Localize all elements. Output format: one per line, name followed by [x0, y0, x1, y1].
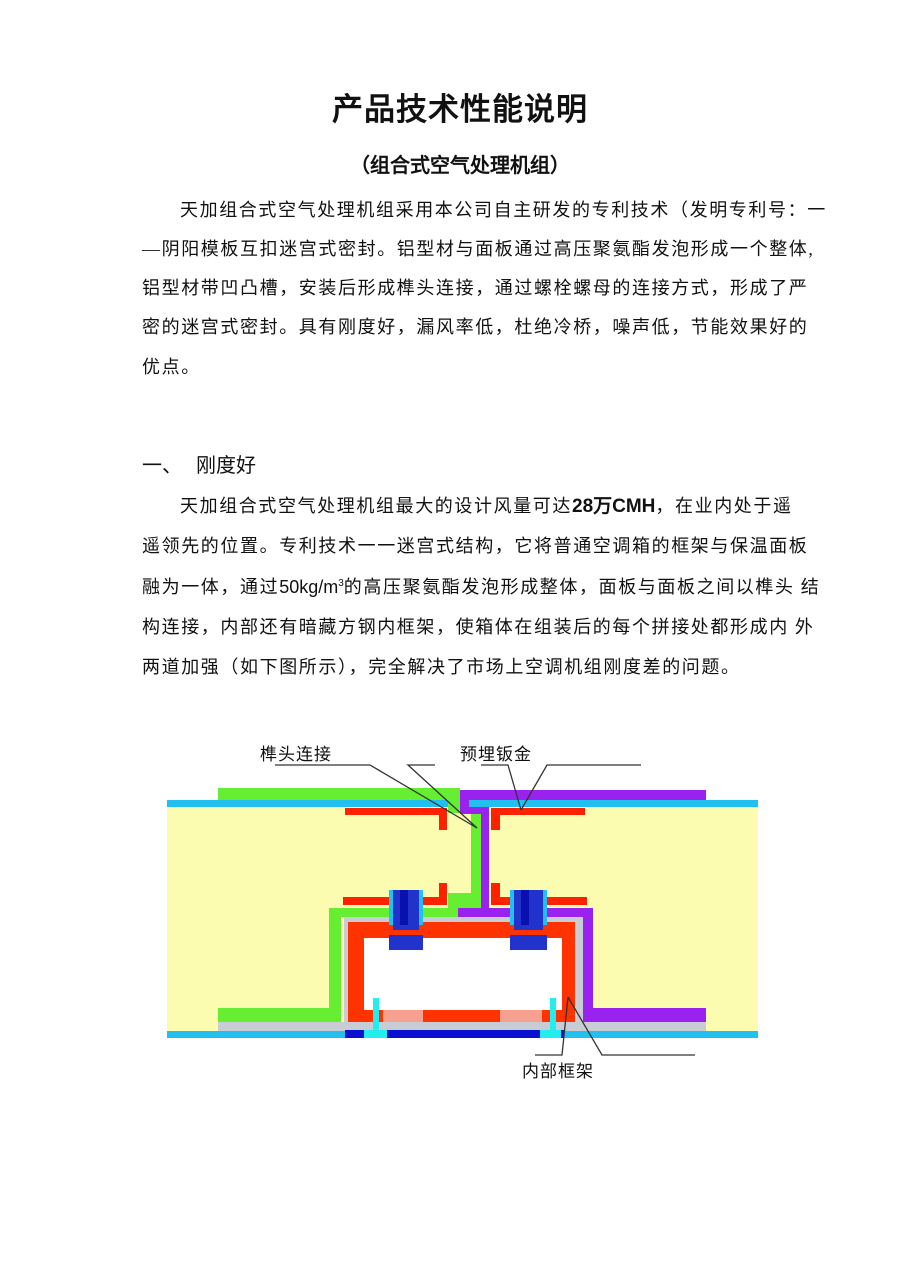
- cyan-post: [373, 998, 379, 1030]
- body-line: 遥领先的位置。专利技术一一迷宫式结构，它将普通空调箱的框架与保温面板: [142, 536, 809, 556]
- body-line: 两道加强（如下图所示），完全解决了市场上空调机组刚度差的问题。: [142, 657, 741, 677]
- body-line: 构连接，内部还有暗藏方钢内框架，使箱体在组装后的每个拼接处都形成内 外: [142, 617, 815, 637]
- body-line: 天加组合式空气处理机组最大的设计风量可达28万CMH，在业内处于遥: [180, 494, 793, 519]
- label-inner-frame: 内部框架: [522, 1062, 594, 1081]
- text: ，在业内处于遥: [655, 496, 793, 516]
- bottom-sheet: [345, 1030, 564, 1038]
- intro-line: 铝型材带凹凸槽，安装后形成榫头连接，通过螺栓螺母的连接方式，形成了严: [142, 278, 809, 298]
- cyan-patch: [540, 1030, 561, 1038]
- label-tenon-joint: 榫头连接: [260, 745, 332, 764]
- label-embedded-sheet-metal: 预埋钣金: [460, 745, 532, 764]
- text: 融为一体，通过: [142, 577, 280, 597]
- section-number: 一、: [142, 453, 182, 477]
- leader-lines: [275, 764, 695, 1056]
- page-subtitle: （组合式空气处理机组）: [350, 153, 570, 177]
- superscript: 3: [338, 578, 344, 589]
- body-line: 融为一体，通过50kg/m3的高压聚氨酯发泡形成整体，面板与面板之间以榫头 结: [142, 575, 820, 599]
- bolt-right: [510, 890, 547, 950]
- cyan-post: [550, 998, 556, 1030]
- intro-line: —阴阳模板互扣迷宫式密封。铝型材与面板通过高压聚氨酯发泡形成一个整体,: [142, 239, 815, 259]
- section-heading: 一、刚度好: [142, 449, 256, 478]
- text: 的高压聚氨酯发泡形成整体，面板与面板之间以榫头 结: [343, 577, 821, 597]
- intro-line: 优点。: [142, 357, 201, 377]
- intro-line: 天加组合式空气处理机组采用本公司自主研发的专利技术（发明专利号：一: [180, 200, 827, 220]
- cyan-patch: [364, 1030, 387, 1038]
- intro-line: 密的迷宫式密封。具有刚度好，漏风率低，杜绝冷桥，噪声低，节能效果好的: [142, 317, 809, 337]
- gasket-strip: [218, 1022, 706, 1032]
- page-title: 产品技术性能说明: [332, 92, 588, 128]
- bolt-left: [389, 890, 423, 950]
- airflow-value: 28万CMH: [572, 496, 656, 517]
- density-value: 50kg/m: [279, 577, 339, 597]
- section-title: 刚度好: [196, 453, 256, 477]
- text: 天加组合式空气处理机组最大的设计风量可达: [180, 496, 572, 516]
